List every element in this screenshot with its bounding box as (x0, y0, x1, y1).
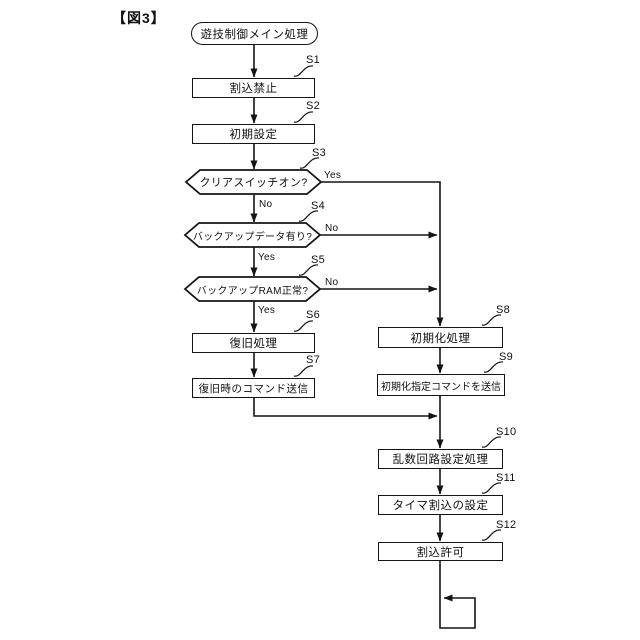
step-id-s3: S3 (312, 147, 327, 159)
leader-s10 (481, 436, 502, 448)
leader-s1 (293, 65, 314, 77)
leader-s12 (481, 529, 502, 541)
leader-s2 (293, 111, 314, 123)
edge-s3-yes-s8 (321, 181, 444, 327)
edge-s7-join (253, 397, 438, 420)
leader-s3 (299, 157, 320, 169)
process-s2: 初期設定 (192, 124, 315, 144)
branch-s3-no: No (259, 199, 273, 210)
step-id-s10: S10 (496, 426, 517, 438)
process-s9: 初期化指定コマンドを送信 (377, 374, 505, 396)
step-id-s11: S11 (496, 472, 516, 484)
step-id-s7: S7 (306, 354, 321, 366)
branch-s5-yes: Yes (258, 305, 276, 316)
decision-s4: バックアップデータ有り? (192, 231, 313, 243)
step-id-s1: S1 (306, 54, 321, 66)
decision-s5: バックアップRAM正常? (196, 285, 309, 297)
decision-s3: クリアスイッチオン? (199, 177, 308, 189)
step-id-s9: S9 (499, 351, 514, 363)
leader-s11 (481, 482, 502, 494)
start-terminal: 遊技制御メイン処理 (191, 22, 318, 45)
process-s8: 初期化処理 (378, 327, 503, 348)
branch-s4-yes: Yes (258, 252, 276, 263)
figure-label: 【図3】 (112, 10, 166, 26)
branch-s3-yes: Yes (324, 170, 342, 181)
process-s7: 復旧時のコマンド送信 (192, 378, 315, 398)
process-s12: 割込許可 (378, 542, 503, 561)
process-s1: 割込禁止 (192, 78, 315, 98)
branch-s5-no: No (325, 277, 339, 288)
step-id-s6: S6 (306, 309, 321, 321)
step-id-s5: S5 (311, 254, 326, 266)
step-id-s4: S4 (311, 200, 326, 212)
leader-s5 (298, 264, 319, 276)
leader-s7 (293, 365, 314, 377)
branch-s4-no: No (325, 223, 339, 234)
step-id-s8: S8 (496, 304, 511, 316)
process-s6: 復旧処理 (192, 333, 315, 353)
leader-s4 (298, 210, 319, 222)
leader-s9 (483, 361, 504, 373)
edge-s12-loop (439, 561, 476, 629)
step-id-s2: S2 (306, 100, 321, 112)
process-s11: タイマ割込の設定 (378, 495, 503, 515)
step-id-s12: S12 (496, 519, 517, 531)
leader-s8 (481, 314, 502, 326)
leader-s6 (293, 320, 314, 332)
process-s10: 乱数回路設定処理 (378, 449, 503, 469)
